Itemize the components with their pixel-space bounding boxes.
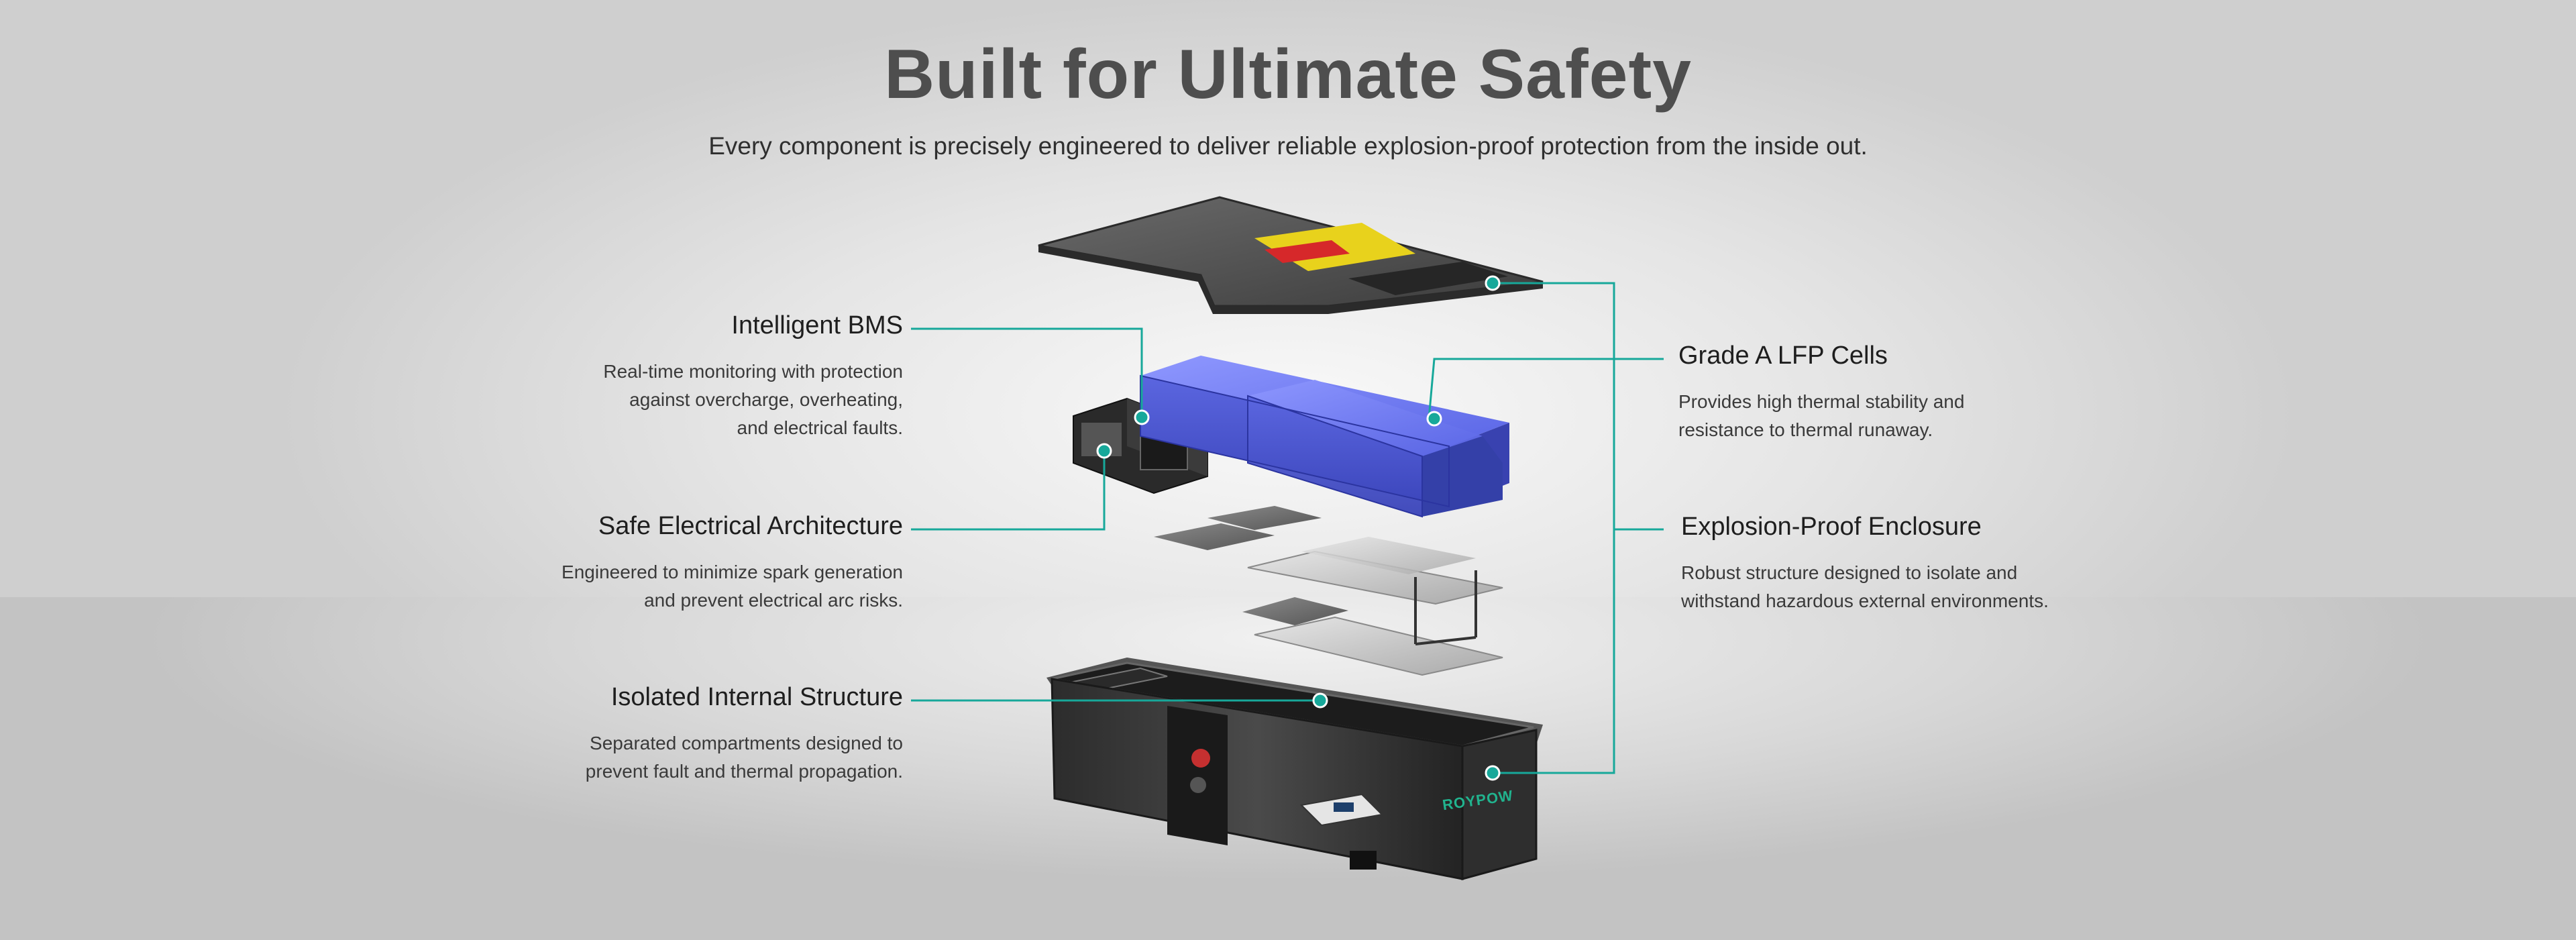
teal-dot-icon: [1426, 411, 1442, 427]
callout-line-electrical: [911, 451, 1106, 531]
callout-line-lfp: [1428, 358, 1664, 419]
page-subtitle: Every component is precisely engineered …: [708, 132, 1868, 160]
teal-dot-icon: [1134, 409, 1150, 425]
feature-description: Engineered to minimize spark generation …: [561, 562, 903, 611]
warning-label-red-band: [1265, 240, 1350, 263]
feature-title: Intelligent BMS: [731, 311, 903, 340]
page-title: Built for Ultimate Safety: [884, 36, 1692, 113]
teal-dot-icon: [1485, 275, 1501, 291]
teal-dot-icon: [1485, 765, 1501, 781]
feature-title: Safe Electrical Architecture: [598, 512, 903, 540]
feature-description: Provides high thermal stability and resi…: [1678, 391, 1965, 440]
feature-isolated-internal-structure: Isolated Internal Structure Separated co…: [393, 683, 903, 786]
battery-enclosure: [1046, 658, 1543, 880]
feature-intelligent-bms: Intelligent BMS Real-time monitoring wit…: [393, 311, 903, 442]
feature-description: Robust structure designed to isolate and…: [1681, 562, 2049, 611]
feature-safe-electrical-architecture: Safe Electrical Architecture Engineered …: [393, 512, 903, 615]
spec-plate: [1348, 262, 1508, 295]
feature-explosion-proof-enclosure: Explosion-Proof Enclosure Robust structu…: [1681, 513, 2191, 615]
callout-dots: [1096, 275, 1501, 781]
feature-title: Isolated Internal Structure: [610, 683, 903, 711]
lfp-cell-packs: [1140, 356, 1509, 518]
top-cover: [1038, 196, 1544, 314]
teal-dot-icon: [1312, 692, 1328, 709]
callout-line-enclosure-bracket: [1493, 282, 1615, 774]
teal-dot-icon: [1096, 443, 1112, 459]
feature-grade-a-lfp-cells: Grade A LFP Cells Provides high thermal …: [1678, 342, 2188, 444]
feature-description: Separated compartments designed to preve…: [585, 733, 903, 782]
feature-title: Grade A LFP Cells: [1678, 342, 1888, 370]
callout-lines: [911, 282, 1664, 774]
feature-description: Real-time monitoring with protection aga…: [603, 361, 903, 438]
feature-title: Explosion-Proof Enclosure: [1681, 513, 1982, 541]
insulation-sheets: [1154, 506, 1503, 676]
callout-line-bms: [911, 327, 1143, 417]
